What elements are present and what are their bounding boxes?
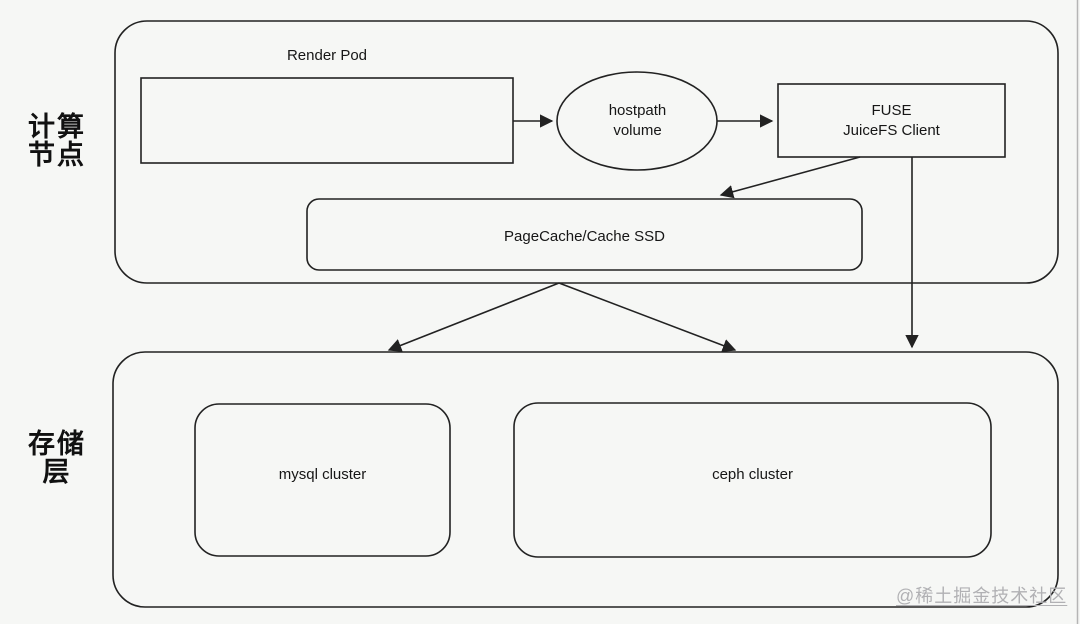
mysql-cluster-label: mysql cluster (278, 466, 367, 483)
ceph-cluster-box (513, 402, 992, 558)
render-pod-title: Render Pod (286, 47, 368, 64)
mysql-cluster-box (194, 403, 451, 557)
storage-layer-container (112, 351, 1059, 608)
edge-compute-to-storage-left (387, 282, 560, 352)
hostpath-volume-label: hostpath volume (557, 101, 718, 141)
fuse-juicefs-client-label: FUSE JuiceFS Client (778, 101, 1005, 141)
compute-node-side-label-line1: 计算 (28, 112, 86, 142)
hostpath-volume-label-line2: volume (613, 122, 662, 139)
compute-node-container (114, 20, 1059, 284)
hostpath-volume-label-line1: hostpath (608, 102, 667, 119)
ceph-cluster-label: ceph cluster (712, 466, 793, 483)
edge-compute-to-storage-right (558, 282, 737, 353)
compute-node-side-label: 计算 节点 (16, 113, 98, 169)
storage-layer-side-label-line2: 层 (42, 457, 72, 487)
render-pod-box (140, 77, 514, 164)
edge-fuse-to-pagecache (719, 156, 861, 199)
fuse-juicefs-client-label-line1: FUSE (871, 102, 912, 119)
fuse-juicefs-client-label-line2: JuiceFS Client (843, 122, 940, 139)
watermark-text: @稀土掘金技术社区 (896, 586, 1068, 606)
pagecache-ssd-label: PageCache/Cache SSD (504, 228, 665, 245)
storage-layer-side-label: 存储 层 (16, 430, 98, 486)
compute-node-side-label-line2: 节点 (28, 140, 86, 170)
pagecache-ssd-box (306, 198, 863, 271)
storage-layer-side-label-line1: 存储 (28, 429, 86, 459)
fuse-juicefs-client-box (777, 83, 1006, 158)
